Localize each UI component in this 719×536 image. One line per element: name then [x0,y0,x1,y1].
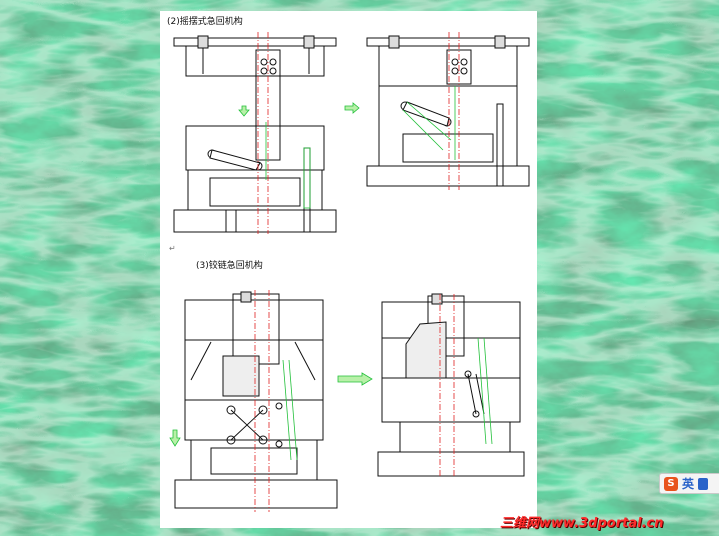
mold-diagram-hinge-closed [169,290,338,512]
mold-diagram-swing-closed [173,32,337,234]
caption-swing-mechanism: (2)摇摆式急回机构 [167,17,243,27]
paragraph-mark: ↵ [169,244,176,253]
site-watermark: 三维网www.3dportal.cn [500,516,664,531]
caption-hinge-mechanism: (3)铰链急回机构 [196,261,263,271]
ime-menu-icon[interactable] [698,477,709,490]
ime-toolbar[interactable]: S 英 [659,473,719,494]
open-direction-arrow-up [169,429,181,447]
mold-diagram-swing-open [366,32,530,190]
transition-arrow-right [344,102,360,114]
mold-diagram-hinge-open [377,293,525,477]
ime-language-toggle[interactable]: 英 [682,477,695,491]
document-page [160,11,537,528]
ime-logo-icon: S [664,476,678,491]
transition-arrow-right [337,372,373,386]
open-direction-arrow-up [238,105,250,117]
